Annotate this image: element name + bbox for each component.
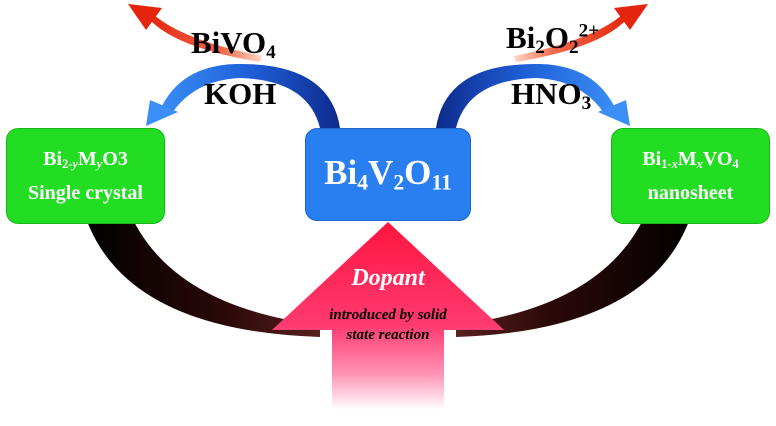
right-reaction-arrowhead [598, 100, 630, 126]
left-reaction-arrowhead [146, 100, 178, 126]
right-byproduct-label: Bi2O22+ [506, 20, 600, 58]
right-dark-connector [456, 198, 696, 337]
left-reaction-arrow [160, 63, 340, 128]
right-product-box: Bi1-xMxVO4 nanosheet [611, 128, 770, 224]
right-byproduct-arrowhead [614, 4, 648, 30]
dopant-subtitle-line1: introduced by solid [329, 307, 447, 323]
left-dark-connector [80, 198, 320, 337]
right-product-form: nanosheet [647, 181, 734, 204]
left-byproduct-arrow [148, 14, 262, 62]
center-compound-formula: Bi4V2O11 [324, 153, 452, 195]
left-product-form: Single crystal [28, 181, 143, 204]
dopant-title: Dopant [351, 265, 425, 291]
left-byproduct-label: BiVO4 [191, 25, 276, 63]
right-reagent-label: HNO3 [511, 76, 592, 114]
left-product-formula: Bi2-yMyO3 [43, 148, 128, 172]
dopant-subtitle: introduced by solid state reaction [300, 305, 476, 345]
center-compound-box: Bi4V2O11 [305, 128, 471, 221]
dopant-arrow [272, 222, 504, 410]
right-product-formula: Bi1-xMxVO4 [642, 148, 739, 172]
left-reagent-label: KOH [204, 76, 277, 111]
right-reaction-arrow [436, 63, 616, 128]
left-product-box: Bi2-yMyO3 Single crystal [6, 128, 165, 224]
left-byproduct-arrowhead [128, 4, 162, 30]
right-byproduct-arrow [514, 14, 628, 62]
dopant-subtitle-line2: state reaction [346, 327, 430, 343]
